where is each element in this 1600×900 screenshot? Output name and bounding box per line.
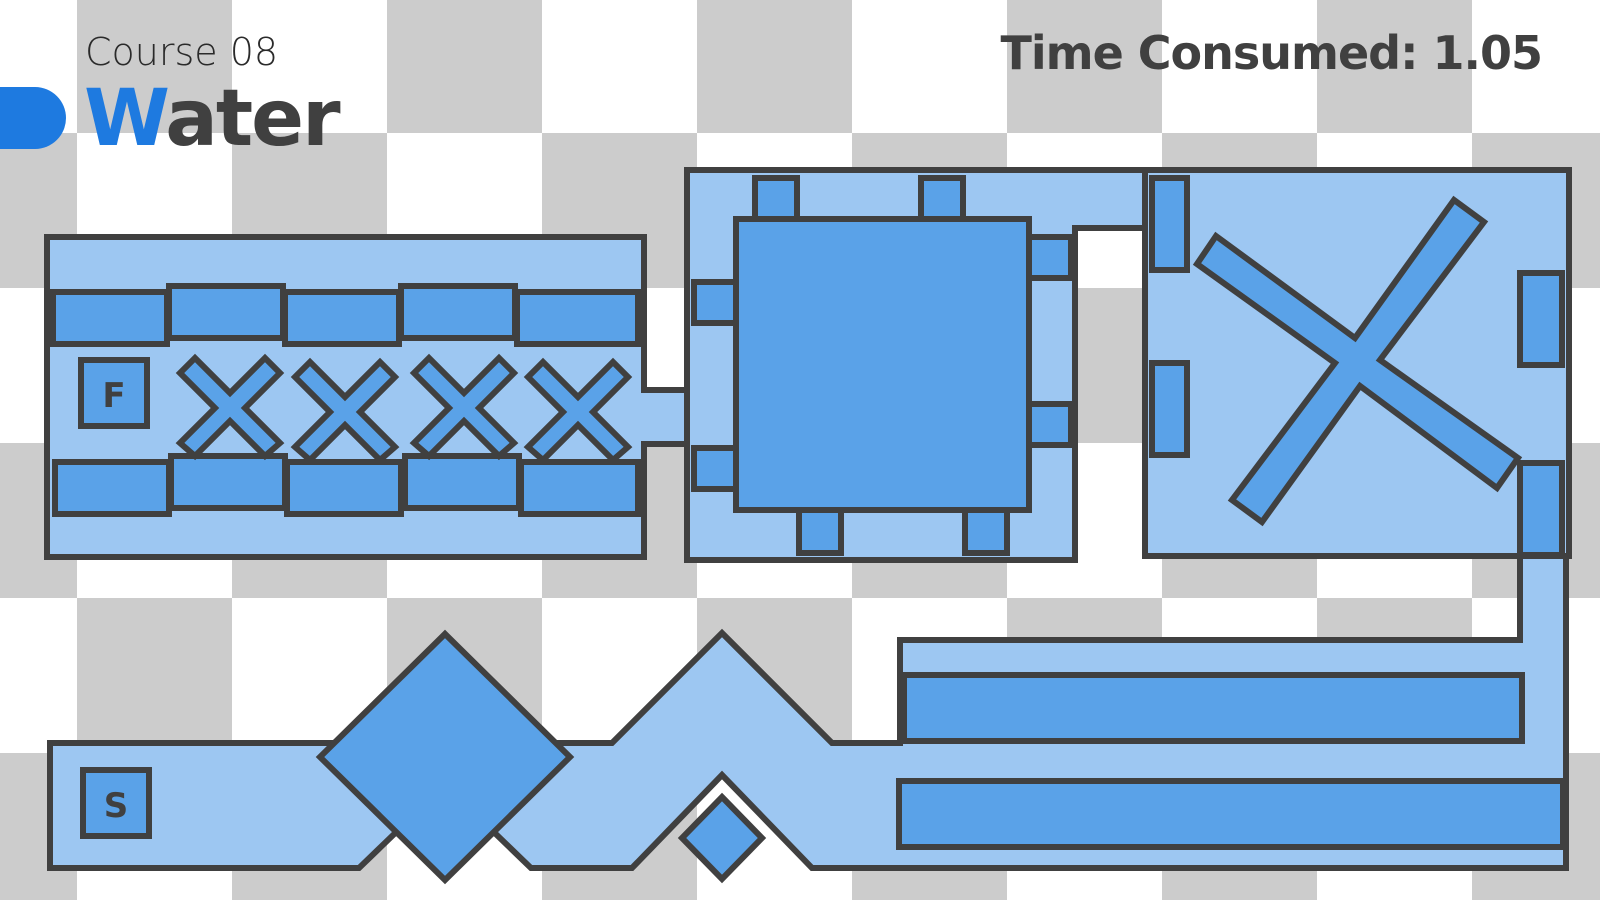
level-name-rest: ater bbox=[165, 74, 340, 164]
top-bar-row bbox=[50, 283, 641, 347]
level-name-title: Water bbox=[84, 74, 341, 164]
level-accent-tab bbox=[0, 87, 66, 149]
level-name-initial: W bbox=[84, 74, 167, 164]
finish-tile bbox=[78, 357, 150, 429]
start-corridor bbox=[47, 553, 1569, 885]
right-cross-room bbox=[1142, 167, 1572, 559]
x-obstacles bbox=[175, 353, 633, 465]
course-number-label: Course 08 bbox=[85, 30, 279, 74]
middle-room bbox=[684, 167, 1175, 563]
time-consumed-display: Time Consumed: 1.05 bbox=[1000, 26, 1543, 80]
start-label: S bbox=[104, 786, 129, 826]
bottom-bar-row bbox=[52, 453, 641, 517]
finish-label: F bbox=[102, 376, 125, 416]
